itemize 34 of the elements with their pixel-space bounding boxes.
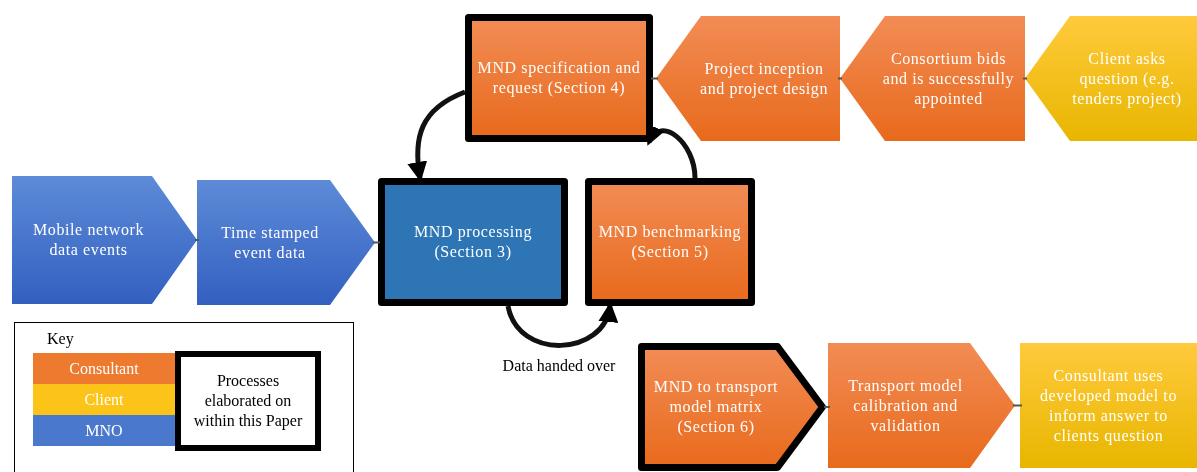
legend-swatch: MNO bbox=[33, 415, 175, 446]
process-pentagon bbox=[638, 343, 826, 471]
node-label: MND benchmarking (Section 5) bbox=[597, 222, 743, 262]
node-label: MND processing (Section 3) bbox=[412, 222, 534, 262]
process-pentagon bbox=[656, 16, 840, 141]
node-label: MND to transport model matrix (Section 6) bbox=[652, 377, 780, 437]
process-box bbox=[465, 14, 653, 142]
connector bbox=[194, 239, 200, 241]
process-pentagon bbox=[828, 343, 1015, 468]
node-label: Transport model calibration and validation bbox=[847, 375, 964, 436]
process-pentagon bbox=[840, 16, 1025, 141]
node-label: Project inception and project design bbox=[698, 58, 830, 99]
node-label: Client asks question (e.g. tenders project) bbox=[1071, 48, 1183, 109]
node-label: Consortium bids and is successfully appointed bbox=[881, 48, 1016, 109]
process-pentagon bbox=[1025, 16, 1197, 141]
connector bbox=[823, 406, 831, 408]
node-label: MND specification and request (Section 4) bbox=[476, 58, 642, 98]
process-pentagon bbox=[197, 180, 375, 305]
connector bbox=[372, 241, 381, 244]
node-label: Mobile network data events bbox=[31, 220, 146, 260]
connector bbox=[837, 77, 843, 80]
legend-swatch: Client bbox=[33, 384, 175, 415]
legend-swatch: Consultant bbox=[33, 353, 175, 384]
process-pentagon bbox=[12, 176, 197, 304]
connector bbox=[1012, 404, 1023, 407]
connector bbox=[650, 77, 659, 80]
process-box bbox=[585, 178, 755, 306]
process-box bbox=[1020, 343, 1197, 468]
legend-sample-box: Processes elaborated on within this Paper bbox=[175, 351, 321, 451]
node-label: Time stamped event data bbox=[220, 222, 320, 263]
process-box bbox=[378, 178, 568, 306]
connector bbox=[1022, 77, 1028, 80]
node-label: Consultant uses developed model to inform answer to clients question bbox=[1039, 365, 1178, 446]
key-title: Key bbox=[47, 330, 74, 348]
